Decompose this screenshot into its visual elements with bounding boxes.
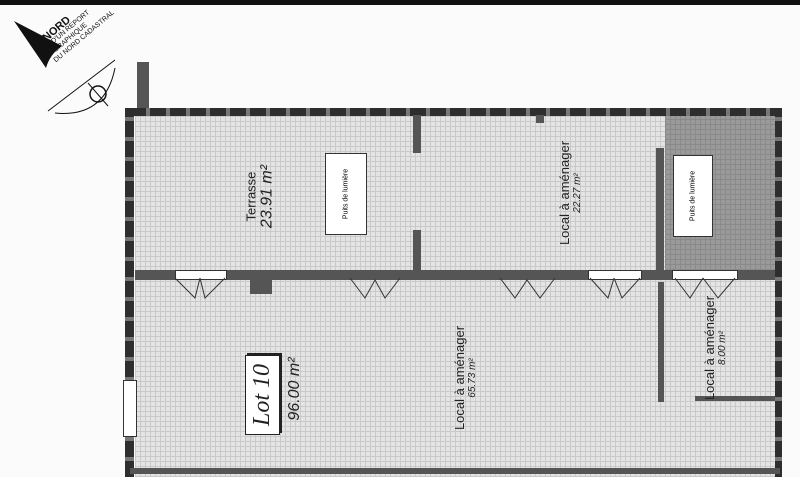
wall-segment xyxy=(413,115,421,153)
door xyxy=(175,270,227,280)
wall-segment xyxy=(250,278,272,294)
lot-label: Lot 10 xyxy=(245,354,280,435)
outer-wall-bottom xyxy=(130,468,780,474)
wall-segment xyxy=(413,230,421,270)
room-area: 22.27 m² xyxy=(572,173,583,213)
room-terrasse: Terrasse 23.91 m² xyxy=(244,137,277,257)
lightwell-label: Puits de lumière xyxy=(342,168,350,220)
outer-wall-right xyxy=(775,108,782,477)
outer-wall-top xyxy=(130,108,782,116)
north-arrow-icon xyxy=(14,21,116,114)
room-local-1: Local à aménager 22.27 m² xyxy=(557,133,583,253)
room-area: 8.00 m² xyxy=(717,331,728,365)
room-name: Terrasse xyxy=(243,171,259,222)
party-wall xyxy=(137,62,149,112)
room-local-3: Local à aménager 8.00 m² xyxy=(702,288,728,408)
outer-wall-left xyxy=(125,108,134,477)
room-area: 23.91 m² xyxy=(258,164,276,229)
top-border xyxy=(0,0,800,5)
door xyxy=(123,380,137,437)
lot-area: 96.00 m² xyxy=(286,357,303,421)
room-local-2: Local à aménager 65.73 m² xyxy=(452,318,478,438)
room-area: 65.73 m² xyxy=(467,358,478,398)
lightwell-label: Puits de lumière xyxy=(689,170,697,222)
room-name: Local à aménager xyxy=(702,295,717,401)
wall-segment xyxy=(658,282,664,402)
wall-segment xyxy=(536,115,544,123)
wall-segment xyxy=(656,148,664,270)
floor-area xyxy=(135,115,775,477)
lightwell-1: Puits de lumière xyxy=(325,153,367,235)
wall-segment xyxy=(695,396,775,401)
room-name: Local à aménager xyxy=(452,325,467,431)
room-name: Local à aménager xyxy=(557,140,572,246)
lot-label-group: Lot 10 xyxy=(245,330,280,435)
middle-wall xyxy=(135,270,775,280)
door-swings xyxy=(174,277,736,299)
lightwell-2: Puits de lumière xyxy=(673,155,713,237)
door xyxy=(672,270,738,280)
